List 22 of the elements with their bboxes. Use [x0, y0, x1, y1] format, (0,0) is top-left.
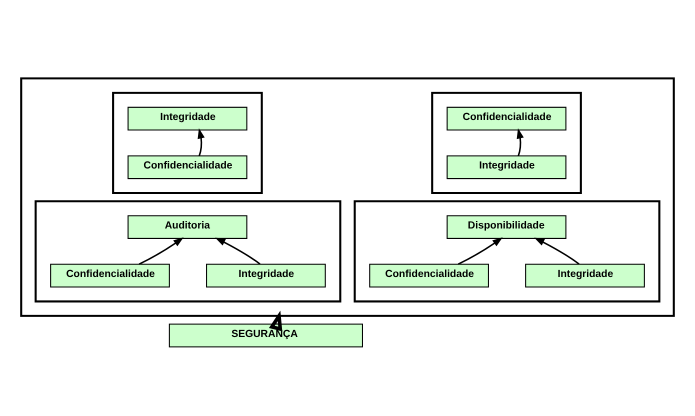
arrow	[268, 310, 282, 331]
arrow	[198, 128, 205, 156]
arrow	[138, 236, 184, 264]
arrow	[458, 236, 503, 264]
node-box: Disponibilidade	[446, 214, 566, 238]
arrow	[516, 128, 524, 156]
cluster	[20, 76, 675, 316]
node-box: Confidencialidade	[50, 263, 170, 287]
node-box: Confidencialidade	[369, 263, 489, 287]
node-box: Auditoria	[128, 214, 248, 238]
node-box: Integridade	[128, 106, 248, 130]
node-box: Integridade	[446, 154, 566, 179]
node-box: Integridade	[206, 263, 326, 287]
cluster	[112, 91, 263, 194]
arrow	[215, 237, 261, 264]
cluster	[354, 200, 660, 302]
cluster	[34, 200, 342, 302]
cluster	[431, 91, 582, 194]
node-box: Integridade	[525, 263, 645, 287]
arrow	[534, 237, 580, 264]
node-box: Confidencialidade	[128, 154, 248, 179]
node-box: Confidencialidade	[446, 106, 566, 130]
